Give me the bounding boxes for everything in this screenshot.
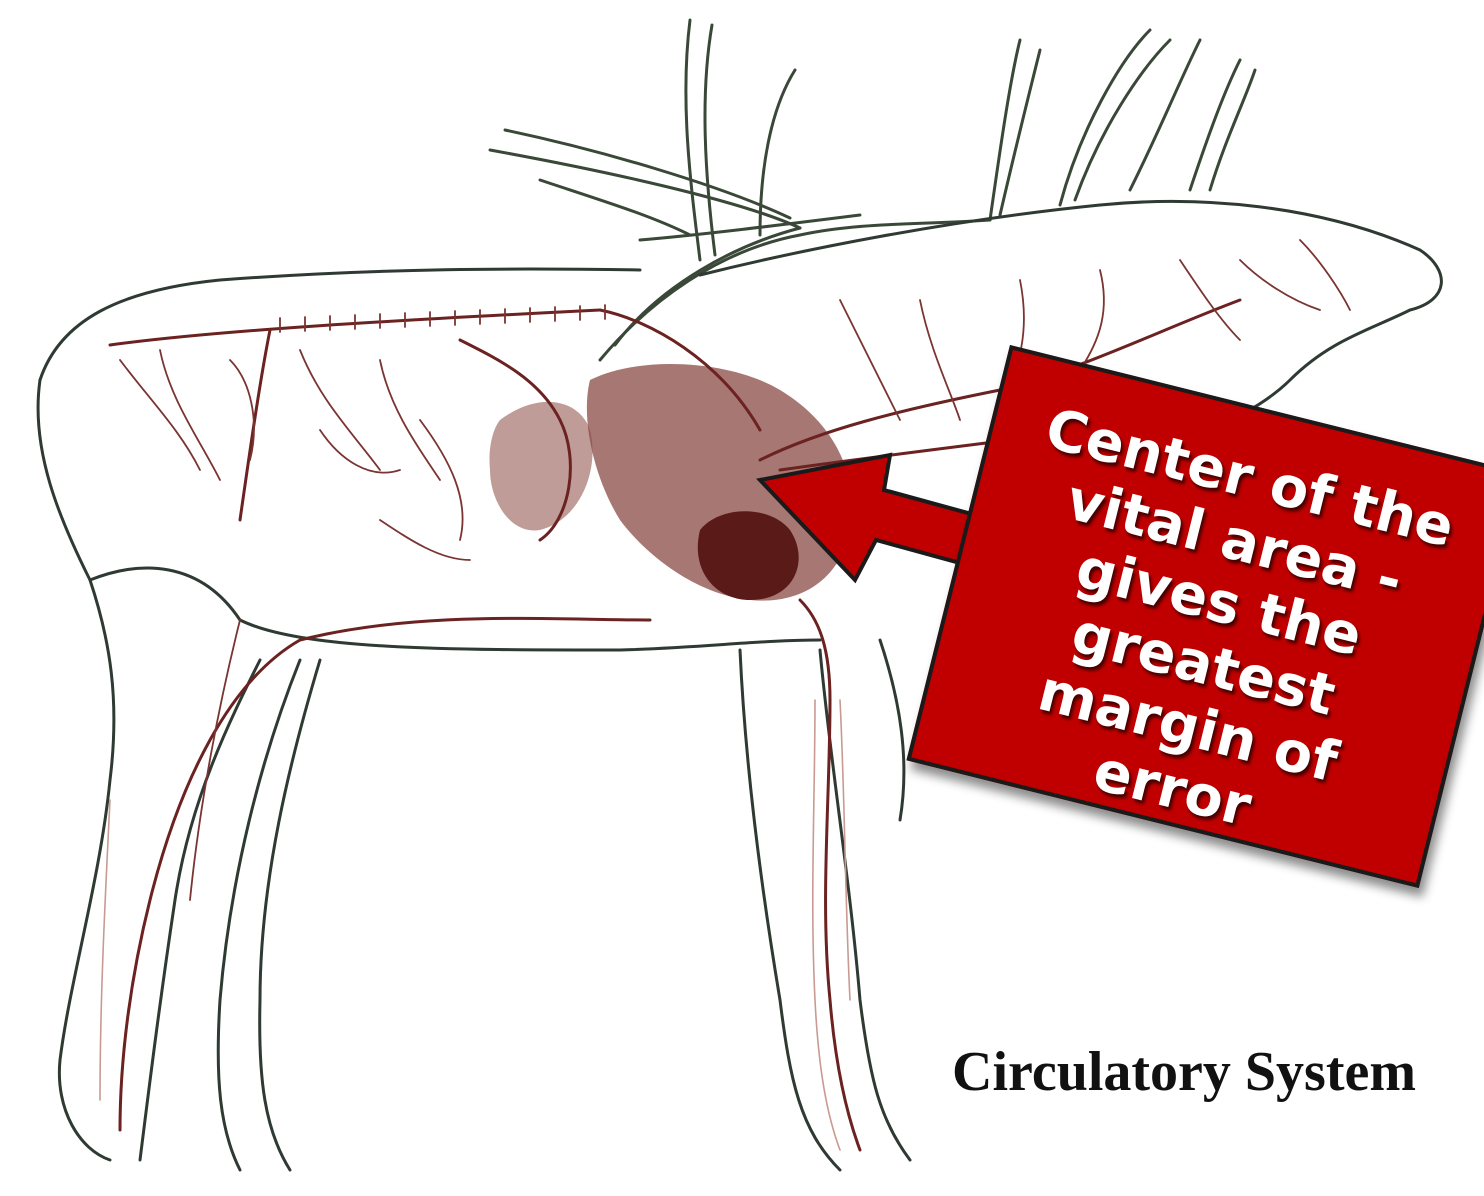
diagram-caption: Circulatory System (952, 1040, 1416, 1104)
